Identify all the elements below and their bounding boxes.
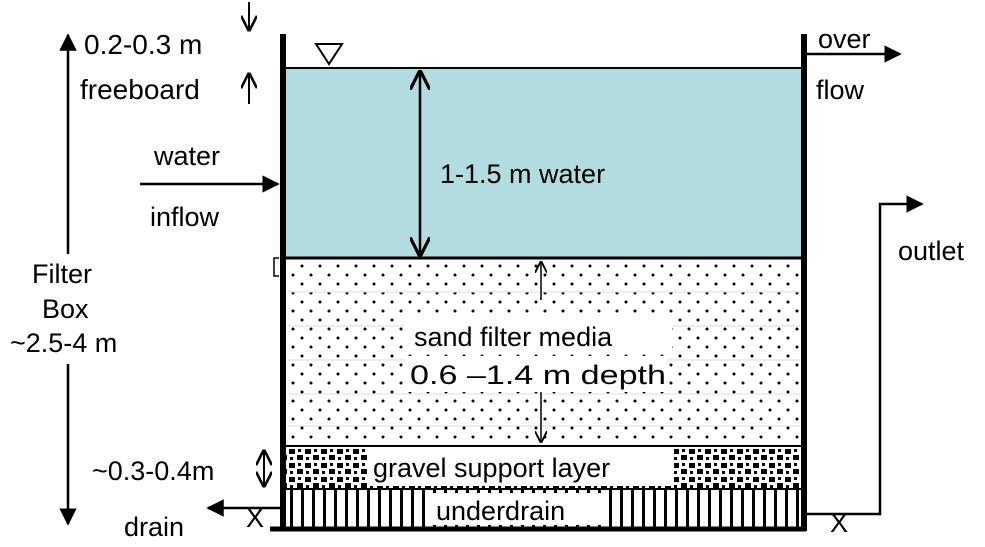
box-label: Box: [42, 294, 89, 324]
water-depth-label: 1-1.5 m water: [440, 159, 605, 189]
underdrain-label-bg: [432, 493, 602, 525]
flow-label: flow: [816, 75, 865, 105]
outlet-valve-symbol: X: [830, 508, 848, 538]
gravel-depth-label: ~0.3-0.4m: [92, 456, 214, 486]
freeboard-label: freeboard: [80, 74, 200, 105]
filter-box-height-label: ~2.5-4 m: [10, 328, 117, 358]
sand-depth-label: 0.6 –1.4 m depth: [410, 360, 666, 390]
freeboard-value-label: 0.2-0.3 m: [84, 29, 202, 60]
outlet-pipe: [806, 195, 924, 516]
water-layer: [286, 68, 802, 258]
sand-label-bg-2: [406, 356, 668, 392]
gravel-label-bg: [368, 448, 674, 486]
filter-box-label-bg: [6, 254, 148, 364]
over-label: over: [818, 24, 871, 54]
inflow-label: inflow: [150, 202, 220, 232]
underdrain-label: underdrain: [436, 496, 565, 526]
drain-label: drain: [124, 512, 184, 542]
sand-label-bg-1: [404, 318, 672, 354]
wall-bracket: [273, 257, 279, 277]
drain-valve-symbol: X: [246, 503, 264, 533]
water-level-symbol: [314, 43, 344, 66]
water-label: water: [153, 141, 220, 171]
outlet-label: outlet: [898, 236, 965, 266]
gravel-layer-label: gravel support layer: [373, 453, 610, 483]
filter-label: Filter: [32, 259, 92, 289]
sand-media-label: sand filter media: [414, 322, 613, 352]
